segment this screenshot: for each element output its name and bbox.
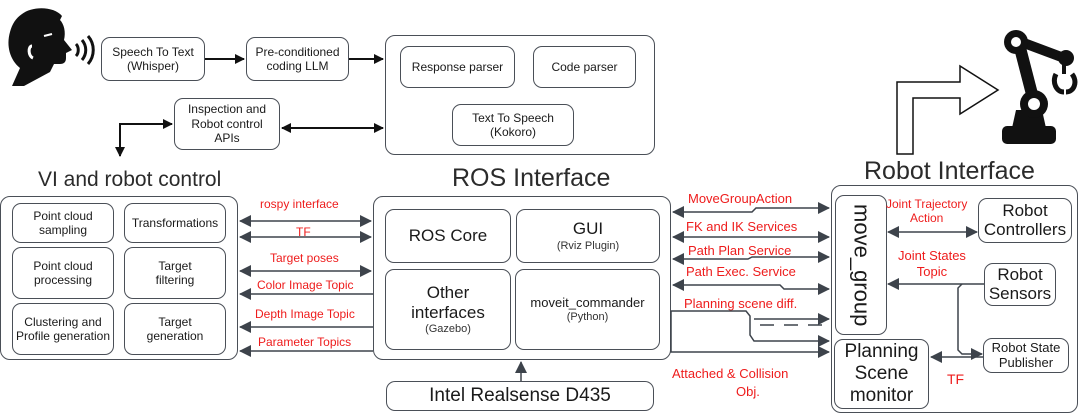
controllers-line1: Robot [1002, 200, 1048, 220]
robot-arm-icon [998, 30, 1078, 148]
other-line1: Other [426, 282, 470, 302]
other-interfaces-box: Other interfaces (Gazebo) [385, 269, 511, 350]
response-parser-label: Response parser [411, 59, 504, 74]
coding-llm-box: Pre-conditioned coding LLM [246, 37, 349, 81]
gui-sub: (Rviz Plugin) [556, 239, 620, 252]
commander-sub: (Python) [566, 310, 609, 323]
vi-module: Transformations [124, 203, 226, 243]
link-label: Target poses [270, 251, 339, 265]
vi-module-line2: Profile generation [15, 329, 111, 343]
speech-to-text-box: Speech To Text (Whisper) [101, 37, 205, 81]
vi-module: Point cloud sampling [12, 203, 114, 243]
sensors-line2: Sensors [988, 283, 1052, 303]
apis-line3: APIs [214, 131, 240, 146]
llm-line1: Pre-conditioned [255, 44, 340, 59]
vi-module-line1: Transformations [131, 215, 219, 230]
link-label: Path Exec. Service [686, 264, 796, 279]
joint-trajectory-label: Joint Trajectory Action [886, 197, 968, 226]
gui-title: GUI [572, 219, 604, 239]
link-label: Attached & Collision [672, 366, 789, 381]
vi-module: Point cloud processing [12, 247, 114, 299]
ros-section-heading: ROS Interface [452, 164, 611, 192]
speech-to-text-sub: (Whisper) [126, 59, 179, 73]
link-label: Depth Image Topic [255, 307, 355, 321]
code-parser-label: Code parser [551, 59, 618, 74]
moveit-commander-box: moveit_commander (Python) [515, 269, 660, 350]
ros-core-box: ROS Core [385, 209, 511, 263]
psm-line1: Planning [844, 341, 919, 363]
vi-module-line2: processing [33, 273, 93, 287]
link-label: FK and IK Services [686, 219, 798, 234]
link-label: rospy interface [260, 197, 339, 211]
other-sub: (Gazebo) [425, 323, 471, 336]
link-label: Parameter Topics [258, 335, 352, 349]
vi-module-line2: filtering [155, 273, 195, 287]
robot-sensors-box: Robot Sensors [984, 263, 1056, 306]
move-group-box: move_group [835, 195, 887, 335]
response-parser-box: Response parser [400, 46, 515, 88]
vi-module: Target generation [124, 303, 226, 355]
vi-module-line1: Target [158, 314, 192, 329]
vi-section-heading: VI and robot control [38, 168, 222, 191]
joint-trajectory-line2: Action [910, 210, 944, 225]
commander-title: moveit_commander [530, 295, 645, 311]
turn-right-arrow-icon [890, 62, 1005, 158]
link-label: Path Plan Service [688, 243, 792, 258]
arrow-apis-vi [115, 123, 172, 157]
apis-line2: Robot control [191, 116, 263, 131]
gui-box: GUI (Rviz Plugin) [516, 209, 660, 263]
link-label: Planning scene diff. [684, 296, 798, 311]
robot-section-heading: Robot Interface [864, 157, 1035, 185]
speaking-person-icon [2, 6, 98, 86]
tts-sub: (Kokoro) [489, 125, 536, 139]
other-line2: interfaces [411, 302, 485, 322]
move-group-label: move_group [849, 203, 875, 327]
link-label: TF [296, 225, 311, 239]
psm-line2: Scene [854, 363, 909, 385]
link-label: Obj. [736, 384, 760, 399]
robot-controllers-box: Robot Controllers [978, 198, 1072, 243]
vi-module-line2: sampling [38, 223, 88, 237]
tf-label: TF [947, 371, 965, 387]
realsense-camera-box: Intel Realsense D435 [386, 381, 654, 411]
vi-module-line1: Point cloud [33, 258, 93, 273]
llm-line2: coding LLM [266, 59, 329, 73]
camera-label: Intel Realsense D435 [429, 384, 611, 406]
vi-module-line1: Point cloud [33, 208, 93, 223]
apis-line1: Inspection and [187, 102, 267, 117]
code-parser-box: Code parser [533, 46, 636, 88]
speech-to-text-title: Speech To Text [112, 44, 194, 59]
tts-title: Text To Speech [472, 110, 554, 125]
link-label: Color Image Topic [257, 278, 354, 292]
rsp-line2: Publisher [998, 354, 1054, 370]
joint-trajectory-line1: Joint Trajectory [886, 197, 968, 211]
controllers-line2: Controllers [983, 219, 1067, 239]
planning-scene-monitor-box: Planning Scene monitor [834, 339, 929, 409]
joint-states-line2: Topic [916, 263, 948, 279]
vi-module-line1: Clustering and [24, 314, 102, 329]
joint-states-line1: Joint States [898, 248, 966, 263]
joint-states-label: Joint States Topic [898, 248, 966, 279]
robot-state-publisher-box: Robot State Publisher [983, 338, 1069, 373]
sensors-line1: Robot [997, 264, 1043, 284]
psm-line3: monitor [849, 384, 914, 406]
text-to-speech-box: Text To Speech (Kokoro) [452, 104, 574, 146]
ros-core-label: ROS Core [408, 225, 488, 245]
vi-module-line2: generation [146, 329, 204, 343]
link-label: MoveGroupAction [688, 191, 793, 206]
rsp-line1: Robot State [991, 340, 1061, 356]
vi-module-line1: Target [158, 258, 192, 273]
vi-module: Target filtering [124, 247, 226, 299]
vi-module: Clustering and Profile generation [12, 303, 114, 355]
inspection-apis-box: Inspection and Robot control APIs [174, 98, 280, 150]
